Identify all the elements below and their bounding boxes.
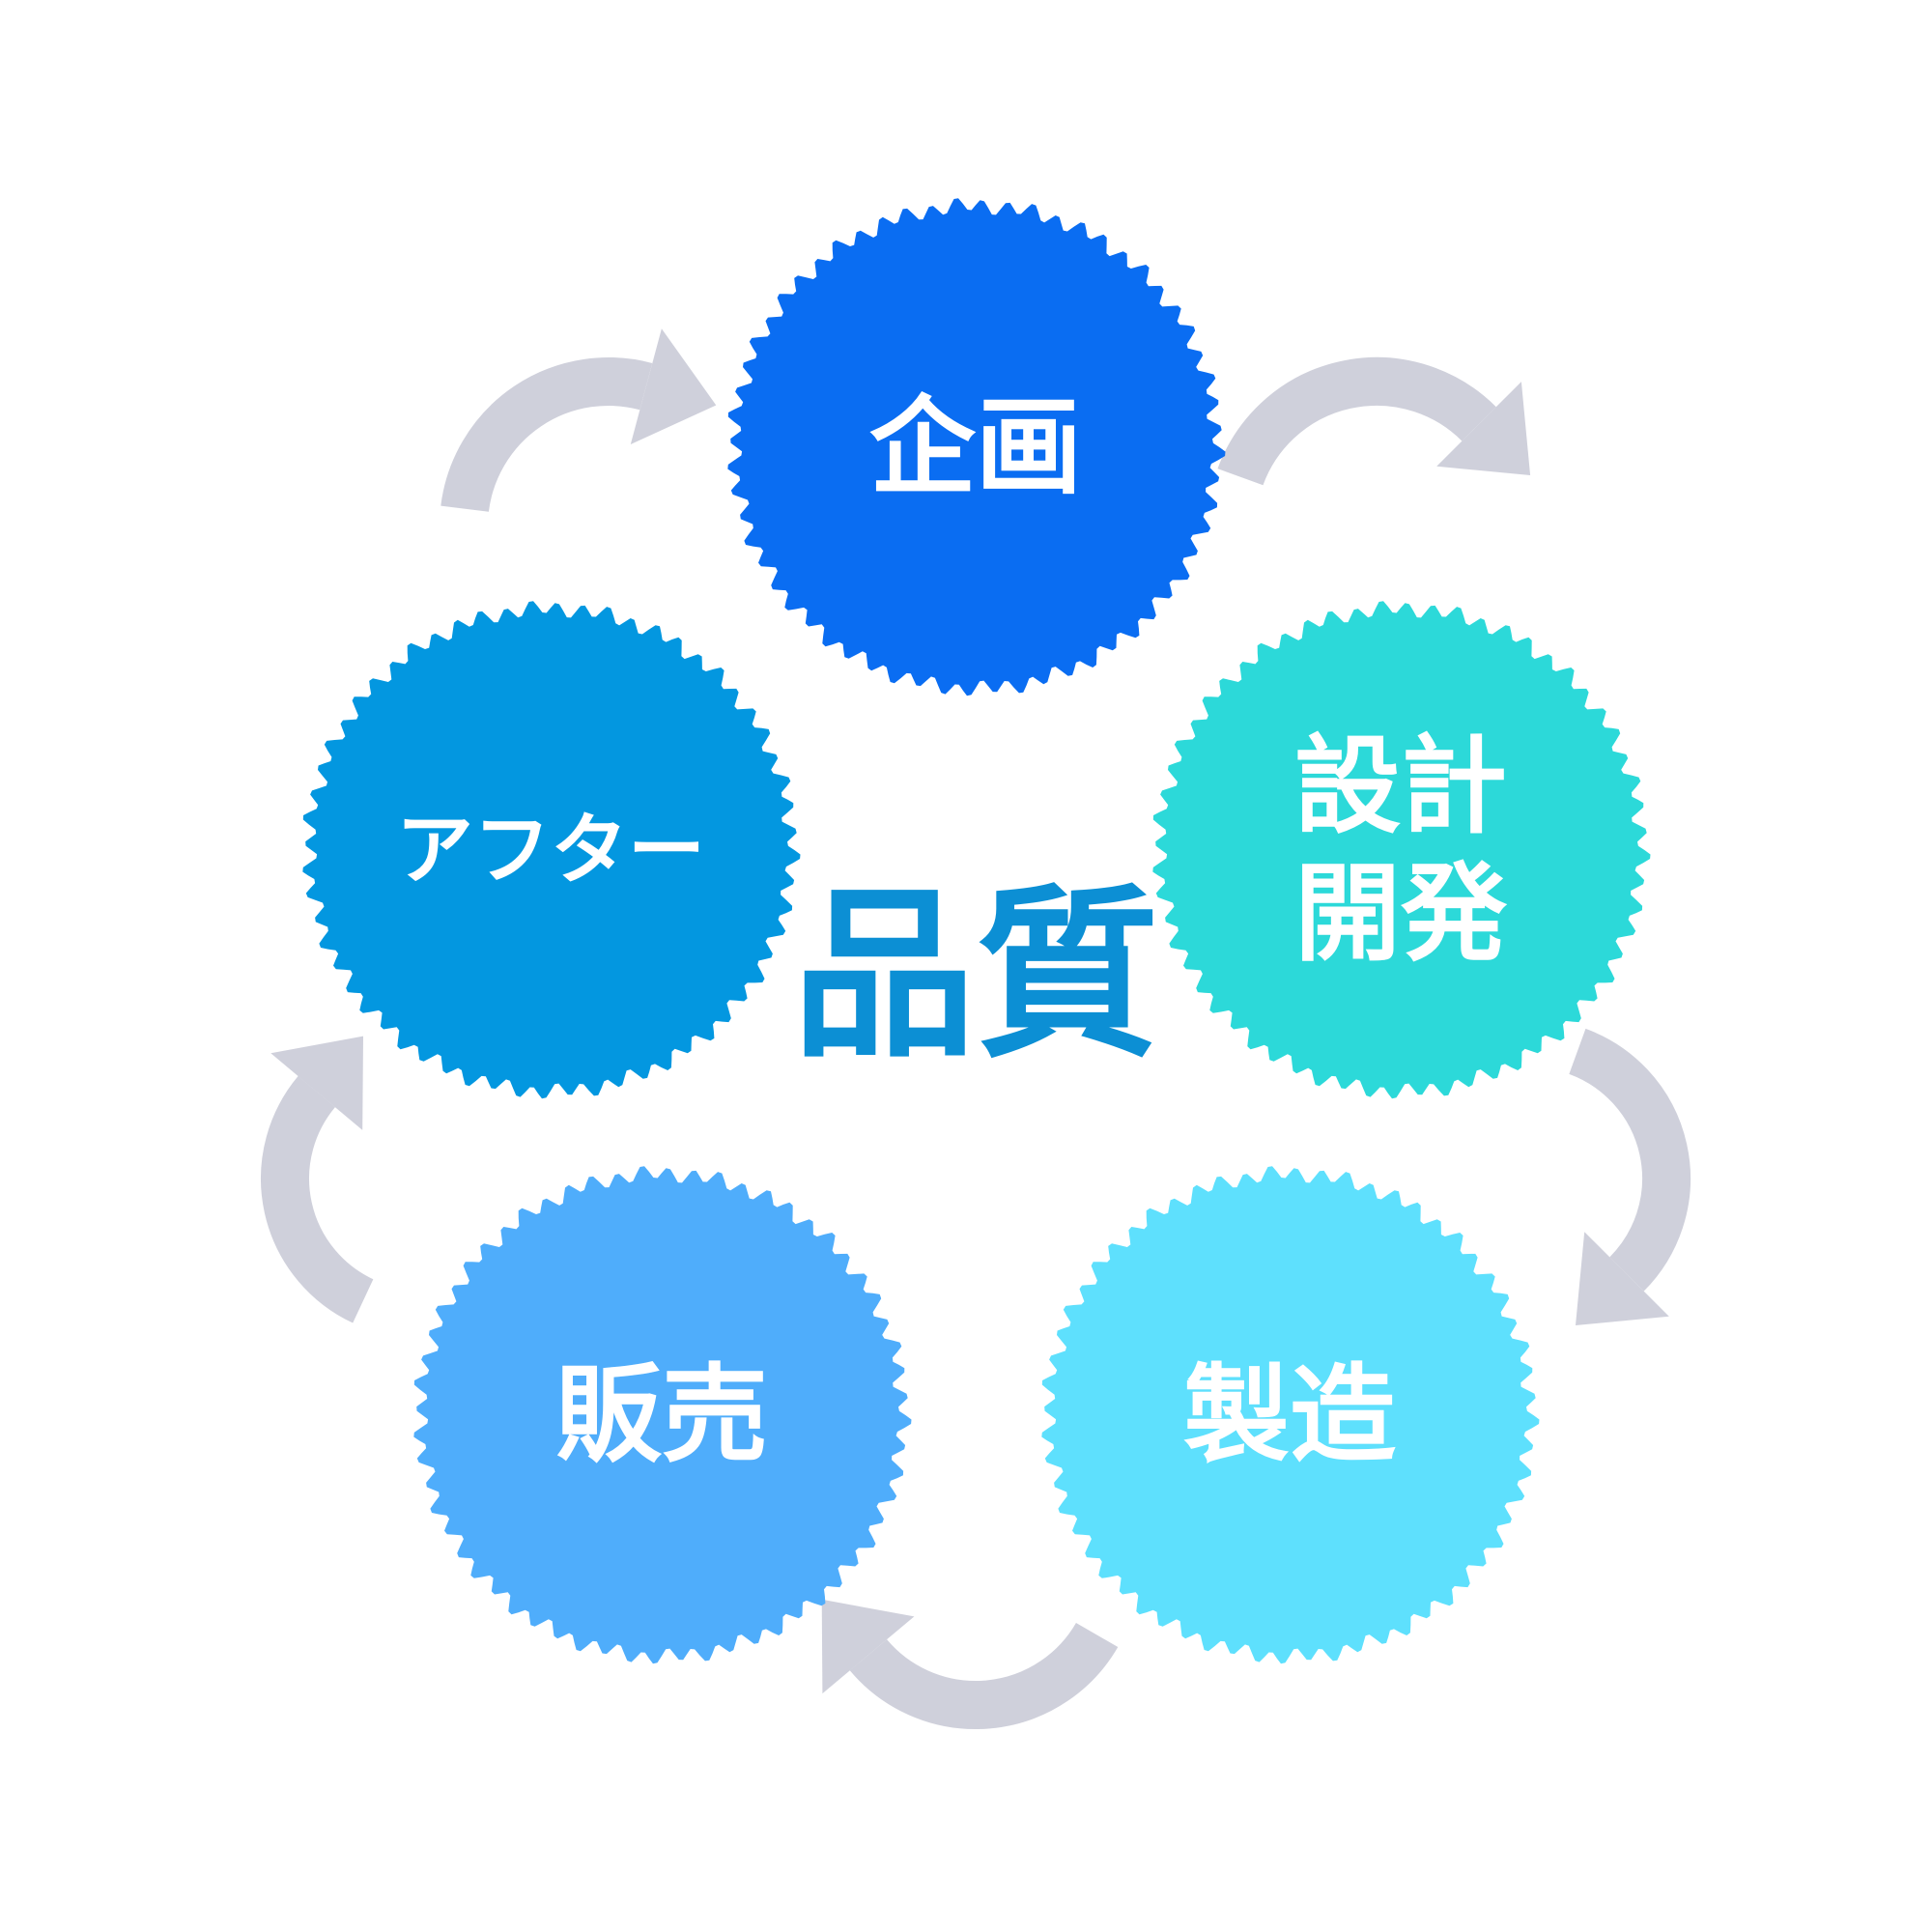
node-seizo-label: 製造 (1183, 1353, 1396, 1477)
node-hanbai-circle (413, 1166, 912, 1664)
node-after: アフター (302, 601, 801, 1099)
node-hanbai: 販売 (413, 1166, 912, 1664)
curved-arrow-icon (261, 1036, 374, 1323)
node-after-label: アフター (396, 806, 705, 895)
node-seizo-circle (1041, 1166, 1540, 1664)
node-kikaku-label: 企画 (869, 385, 1082, 509)
curved-arrow-shaft (1217, 356, 1496, 486)
curved-arrow-icon (821, 1599, 1119, 1730)
arrows-layer (261, 328, 1691, 1730)
curved-arrow-head (630, 328, 717, 444)
node-hanbai-label: 販売 (555, 1353, 768, 1477)
node-kikaku-circle (727, 198, 1226, 696)
curved-arrow-shaft (261, 1075, 374, 1323)
center-label: 品質 (792, 869, 1159, 1083)
curved-arrow-shaft (440, 357, 653, 513)
curved-arrow-head (1436, 382, 1531, 475)
node-seizo: 製造 (1041, 1166, 1540, 1664)
curved-arrow-head (270, 1036, 363, 1130)
curved-arrow-icon (440, 328, 717, 513)
node-sekkei-circle (1152, 601, 1651, 1099)
curved-arrow-shaft (849, 1622, 1119, 1730)
curved-arrow-icon (1217, 356, 1531, 486)
node-sekkei-label-line-2: 開発 (1294, 852, 1508, 976)
curved-arrow-head (1576, 1232, 1669, 1325)
curved-arrow-icon (1568, 1028, 1691, 1325)
node-sekkei-label-line-1: 設計 (1294, 724, 1507, 848)
node-after-circle (302, 601, 801, 1099)
node-kikaku: 企画 (727, 198, 1226, 696)
curved-arrow-head (821, 1599, 915, 1694)
curved-arrow-shaft (1568, 1028, 1691, 1292)
